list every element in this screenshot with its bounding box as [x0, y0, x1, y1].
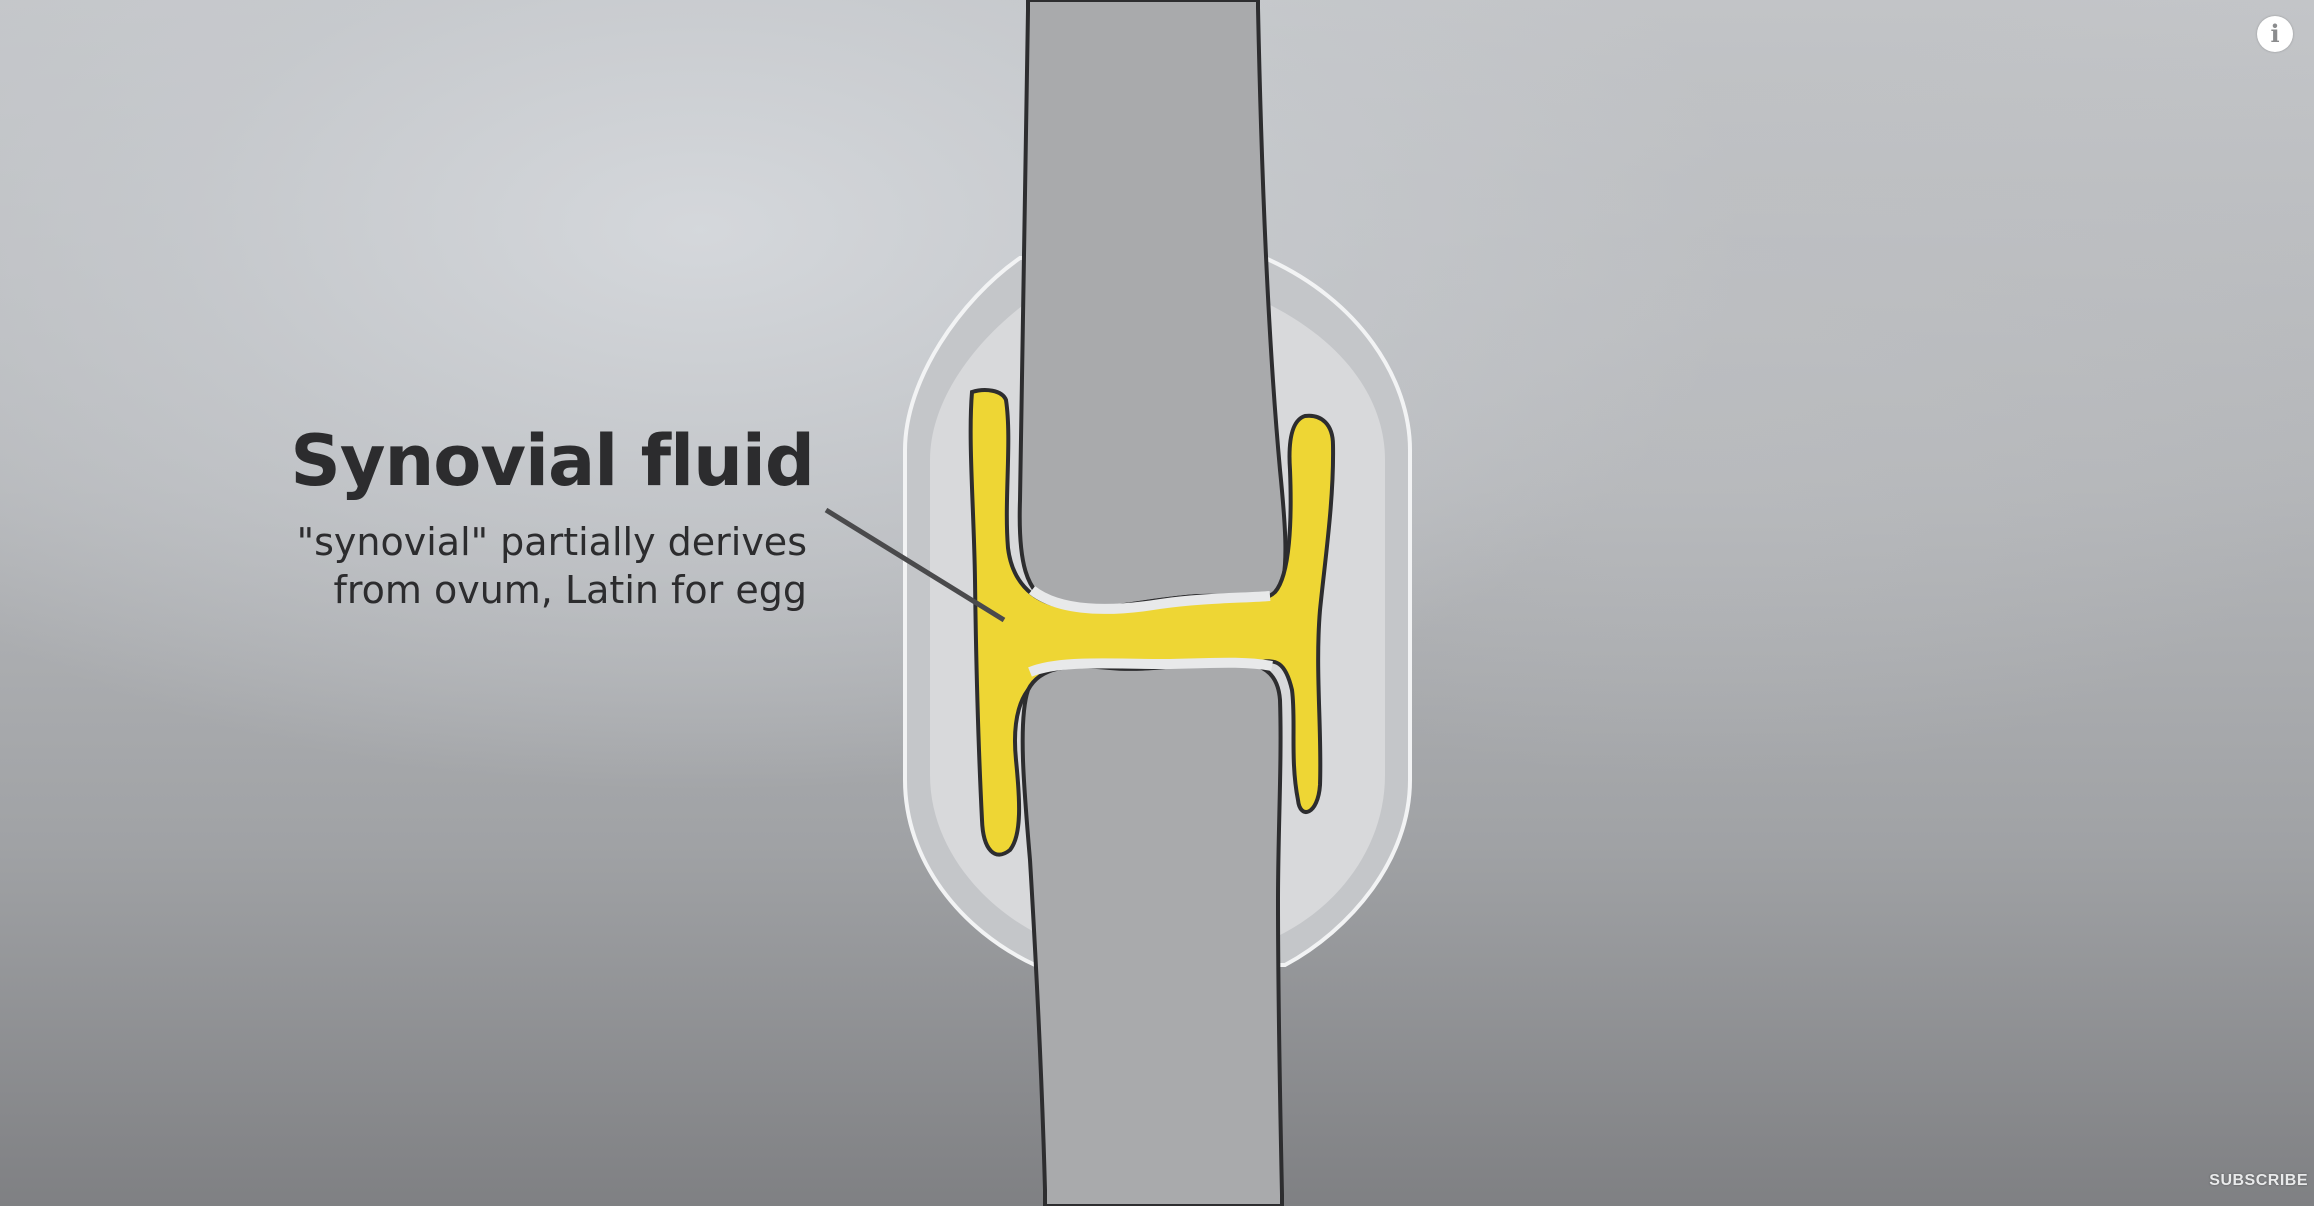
annotation-subtitle-line-2: from ovum, Latin for egg	[333, 568, 807, 612]
annotation-subtitle-line-1: "synovial" partially derives	[296, 520, 807, 564]
lower-bone	[1020, 659, 1284, 1206]
annotation-title: Synovial fluid	[290, 420, 815, 502]
info-icon[interactable]: i	[2257, 16, 2293, 52]
upper-cartilage-line	[1028, 585, 1271, 614]
lower-cartilage-line	[1028, 657, 1273, 677]
upper-bone	[1017, 0, 1288, 611]
subscribe-button[interactable]: SUBSCRIBE	[2209, 1172, 2308, 1189]
annotation-subtitle: "synovial" partially derives from ovum, …	[297, 518, 807, 614]
leader-line	[824, 507, 1006, 623]
